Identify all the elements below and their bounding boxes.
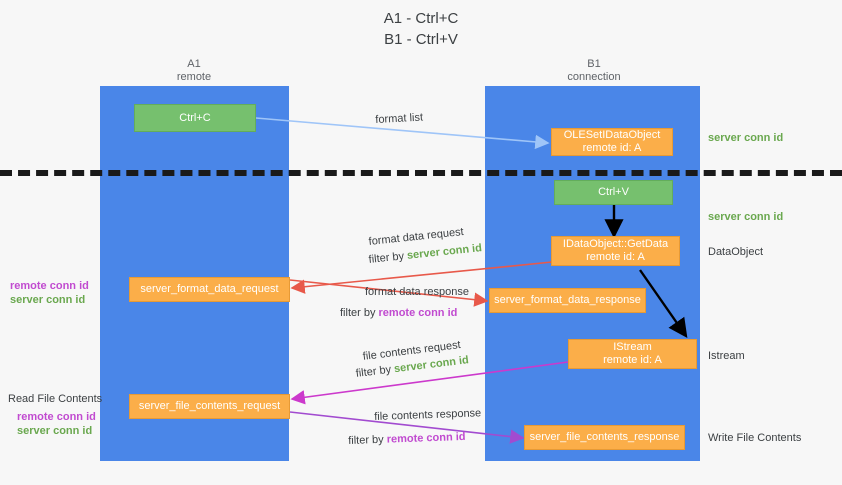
column-b1-sub: connection [567,71,621,83]
box-ctrl-c[interactable]: Ctrl+C [134,104,256,132]
label-server-conn-id-top: server conn id [708,132,784,144]
label-write-file-contents: Write File Contents [708,432,802,444]
box-ctrl-v[interactable]: Ctrl+V [554,180,673,205]
box-istream[interactable]: IStream remote id: A [568,339,697,369]
column-b1-name: B1 [587,58,601,70]
box-istream-line1: IStream [613,341,652,353]
box-istream-line2: remote id: A [603,354,662,366]
box-server-file-contents-request[interactable]: server_file_contents_request [129,394,290,419]
label-file-contents-response: file contents response [374,407,482,423]
column-header-a1: A1 remote [120,58,268,84]
box-server-file-contents-request-label: server_file_contents_request [138,400,281,412]
file-contents-response-filter-prefix: filter by [348,433,387,447]
box-server-format-data-request[interactable]: server_format_data_request [129,277,290,302]
label-remote-conn-id-1: remote conn id [10,280,89,292]
box-ctrl-c-label: Ctrl+C [179,111,211,124]
box-idataobject-getdata-line2: remote id: A [586,251,645,263]
column-header-b1: B1 connection [520,58,668,84]
label-format-data-response: format data response [365,286,469,298]
title-line-1: A1 - Ctrl+C [383,10,459,27]
page-title: A1 - Ctrl+C B1 - Ctrl+V [0,8,842,50]
label-file-contents-response-filter: filter by remote conn id [348,430,466,448]
box-server-format-data-response-label: server_format_data_response [494,294,641,306]
box-server-file-contents-response-label: server_file_contents_response [529,431,680,443]
box-ole-set-idataobject[interactable]: OLESetIDataObject remote id: A [551,128,673,156]
box-server-file-contents-response[interactable]: server_file_contents_response [524,425,685,450]
box-idataobject-getdata-line1: IDataObject::GetData [562,238,669,250]
label-remote-conn-id-2: remote conn id [17,411,96,423]
box-server-format-data-request-label: server_format_data_request [140,283,279,295]
label-read-file-contents: Read File Contents [8,393,103,405]
column-a1-name: A1 [187,58,201,70]
label-format-data-response-filter: filter by remote conn id [340,306,457,320]
title-line-2: B1 - Ctrl+V [384,31,458,48]
file-contents-response-filter-value: remote conn id [386,430,466,446]
label-istream: Istream [708,350,745,362]
box-idataobject-getdata[interactable]: IDataObject::GetData remote id: A [551,236,680,266]
file-contents-request-filter-prefix: filter by [355,363,395,380]
label-server-conn-id-mid: server conn id [708,211,784,223]
label-server-conn-id-1: server conn id [10,294,86,306]
format-data-response-filter-prefix: filter by [340,307,379,319]
box-ole-set-idataobject-line1: OLESetIDataObject [563,129,661,141]
box-ctrl-v-label: Ctrl+V [598,186,629,198]
label-format-list: format list [375,111,424,126]
phase-separator [0,170,842,176]
label-dataobject: DataObject [708,246,764,258]
label-server-conn-id-2: server conn id [17,425,93,437]
format-data-request-filter-value: server conn id [406,242,483,262]
box-server-format-data-response[interactable]: server_format_data_response [489,288,646,313]
box-ole-set-idataobject-line2: remote id: A [582,142,642,154]
column-a1-sub: remote [176,71,212,83]
format-data-request-filter-prefix: filter by [368,249,408,266]
format-data-response-filter-value: remote conn id [378,307,458,319]
